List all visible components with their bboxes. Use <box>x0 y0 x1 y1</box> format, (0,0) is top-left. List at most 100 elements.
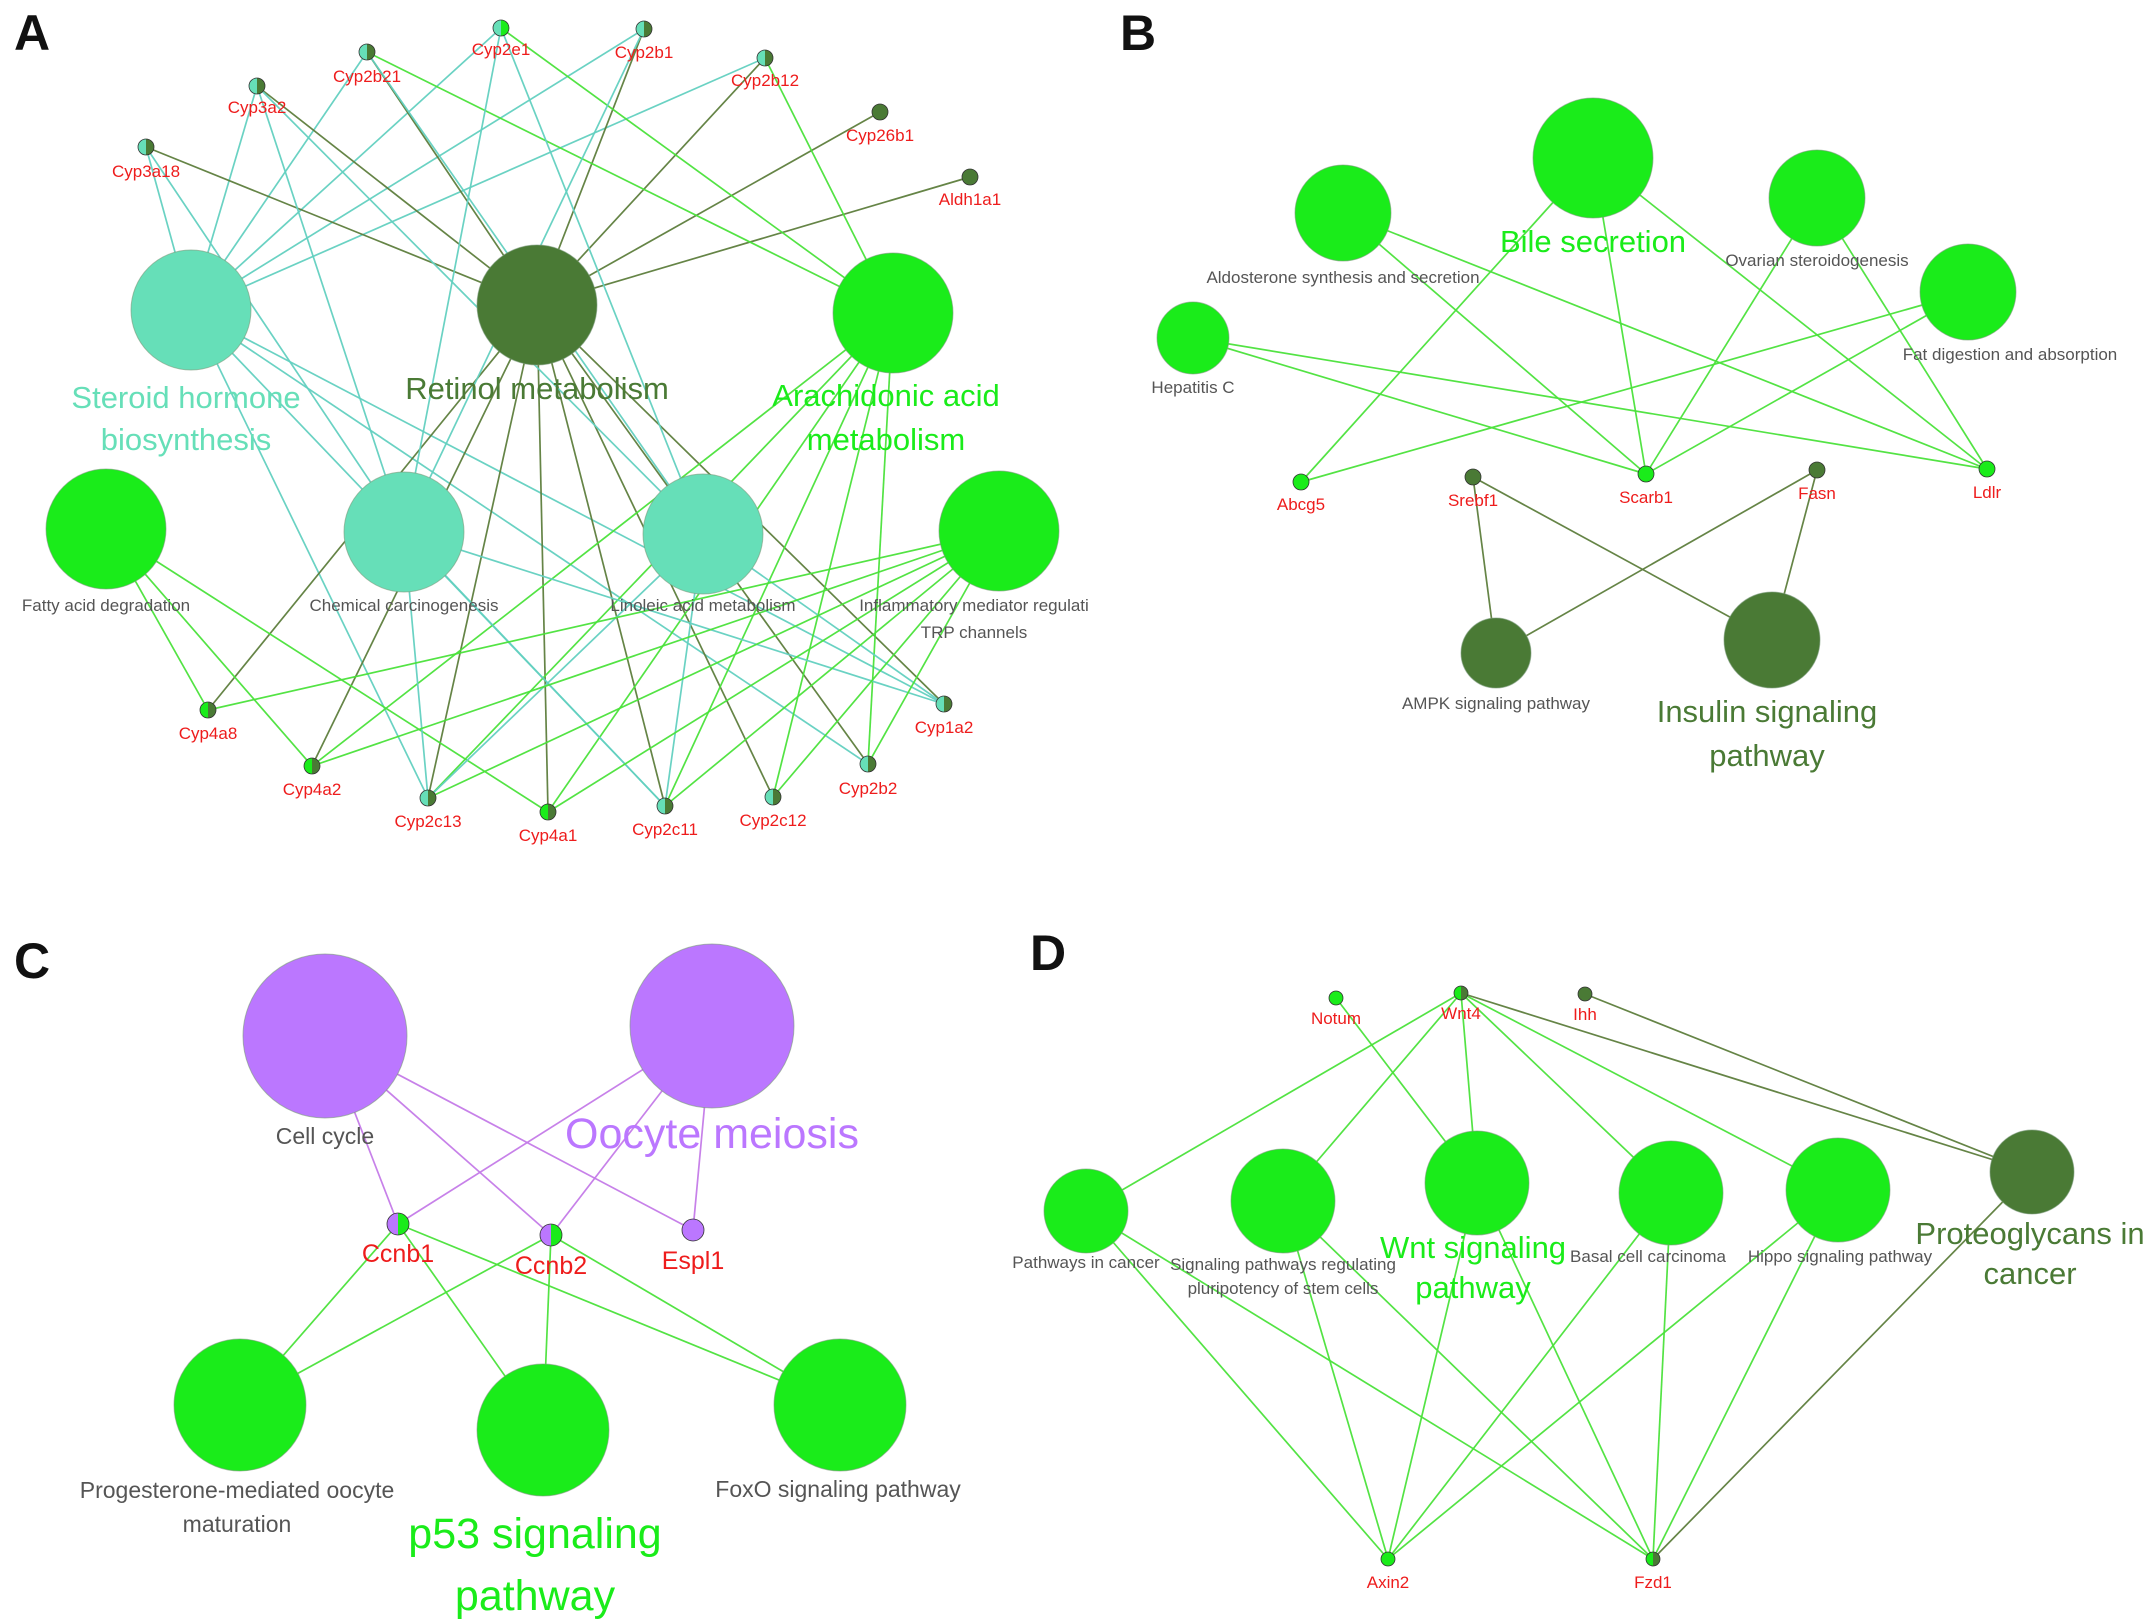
gene-node-scarb1 <box>1637 465 1655 483</box>
term-node-proteo[interactable] <box>1989 1129 2075 1215</box>
term-label-fatty: Fatty acid degradation <box>22 596 190 615</box>
gene-node-ihh-dot <box>1577 986 1593 1002</box>
edge-steroid-cyp2b1 <box>190 28 645 311</box>
term-node-ampk[interactable] <box>1460 617 1532 689</box>
edge-retinol-cyp3a18 <box>145 146 538 306</box>
gene-node-cyp1a2-right-half <box>944 696 952 712</box>
gene-node-cyp2b1-left-half <box>636 21 644 37</box>
gene-label-ccnb1: Ccnb1 <box>362 1240 434 1268</box>
edge-basal-fzd1 <box>1652 1192 1672 1560</box>
gene-node-cyp26b1 <box>871 103 889 121</box>
edge-chemical-cyp3a2 <box>256 85 405 533</box>
term-node-wnt[interactable] <box>1424 1130 1530 1236</box>
term-node-retinol[interactable] <box>476 244 598 366</box>
term-label-stem: pluripotency of stem cells <box>1188 1279 1379 1298</box>
term-node-insulin[interactable] <box>1723 591 1821 689</box>
edge-steroid-cyp2b12 <box>190 57 766 311</box>
term-node-progesterone[interactable] <box>173 1338 307 1472</box>
term-node-fatty[interactable] <box>45 468 167 590</box>
term-node-chemical[interactable] <box>343 471 465 593</box>
term-label-progesterone: maturation <box>183 1511 292 1537</box>
edge-foxo-ccnb1 <box>397 1223 841 1406</box>
term-node-fatdig[interactable] <box>1919 243 2017 341</box>
term-node-arachidonic[interactable] <box>832 252 954 374</box>
gene-node-cyp2b21 <box>358 43 376 61</box>
edge-proteo-fzd1 <box>1652 1171 2033 1560</box>
edge-bile-ldlr <box>1592 157 1988 470</box>
term-node-hippo[interactable] <box>1785 1137 1891 1243</box>
edge-proteo-ihh <box>1584 993 2033 1173</box>
gene-label-cyp26b1: Cyp26b1 <box>846 126 914 145</box>
term-node-p53[interactable] <box>476 1363 610 1497</box>
term-node-linoleic[interactable] <box>642 473 764 595</box>
gene-node-espl1-dot <box>681 1218 705 1242</box>
gene-label-notum: Notum <box>1311 1009 1361 1028</box>
gene-node-cyp4a8-right-half <box>208 702 216 718</box>
term-node-ovarian[interactable] <box>1768 149 1866 247</box>
gene-node-cyp2b12-left-half <box>757 50 765 66</box>
edge-stem-fzd1 <box>1282 1200 1654 1560</box>
edge-ampk-fasn <box>1495 469 1818 654</box>
edge-bile-abcg5 <box>1300 157 1594 483</box>
gene-node-axin2-dot <box>1380 1551 1396 1567</box>
gene-node-ldlr <box>1978 460 1996 478</box>
gene-node-espl1 <box>681 1218 705 1242</box>
gene-node-cyp2c13-left-half <box>420 790 428 806</box>
term-label-stem: Signaling pathways regulating <box>1170 1255 1396 1274</box>
term-node-steroid[interactable] <box>130 249 252 371</box>
gene-label-cyp2c12: Cyp2c12 <box>739 811 806 830</box>
term-node-cellcycle[interactable] <box>242 953 408 1119</box>
edge-hippo-fzd1 <box>1652 1189 1839 1560</box>
term-node-oocyte[interactable] <box>629 943 795 1109</box>
gene-node-srebf1-dot <box>1464 468 1482 486</box>
gene-node-cyp2c12-outline <box>764 788 782 806</box>
gene-node-cyp4a8-outline <box>199 701 217 719</box>
term-node-hepc[interactable] <box>1156 301 1230 375</box>
term-label-aldosterone: Aldosterone synthesis and secretion <box>1206 268 1479 287</box>
term-label-chemical: Chemical carcinogenesis <box>310 596 499 615</box>
gene-node-cyp4a2-left-half <box>304 758 312 774</box>
edge-arachidonic-cyp2e1 <box>500 27 894 314</box>
term-node-stem[interactable] <box>1230 1148 1336 1254</box>
edge-aldosterone-scarb1 <box>1342 212 1647 475</box>
gene-node-scarb1-dot <box>1637 465 1655 483</box>
gene-node-cyp2b1-outline <box>635 20 653 38</box>
gene-label-cyp2b2: Cyp2b2 <box>839 779 898 798</box>
edge-cancer-fzd1 <box>1085 1210 1654 1560</box>
edge-retinol-cyp2c13 <box>427 304 538 799</box>
term-node-cancer[interactable] <box>1043 1168 1129 1254</box>
edge-steroid-cyp2e1 <box>190 27 502 311</box>
edge-inflammatory-cyp4a1 <box>547 530 1000 813</box>
gene-node-cyp2e1-right-half <box>501 20 509 36</box>
gene-node-cyp3a18-left-half <box>138 139 146 155</box>
gene-label-aldh1a1: Aldh1a1 <box>939 190 1001 209</box>
gene-node-cyp2b1-right-half <box>644 21 652 37</box>
gene-label-cyp4a2: Cyp4a2 <box>283 780 342 799</box>
term-node-aldosterone[interactable] <box>1294 164 1392 262</box>
edge-aldosterone-ldlr <box>1342 212 1988 470</box>
gene-node-cyp4a2-right-half <box>312 758 320 774</box>
term-label-linoleic: Linoleic acid metabolism <box>610 596 795 615</box>
gene-label-scarb1: Scarb1 <box>1619 488 1673 507</box>
gene-node-ccnb1-outline <box>386 1212 410 1236</box>
term-label-retinol: Retinol metabolism <box>405 371 669 406</box>
gene-node-ccnb1-left-half <box>387 1213 398 1235</box>
gene-node-cyp4a8-left-half <box>200 702 208 718</box>
term-node-foxo[interactable] <box>773 1338 907 1472</box>
term-label-ampk: AMPK signaling pathway <box>1402 694 1591 713</box>
edge-arachidonic-cyp2c11 <box>664 312 894 807</box>
edge-inflammatory-cyp4a8 <box>207 530 1000 711</box>
edge-arachidonic-cyp2b21 <box>366 51 894 314</box>
gene-node-ldlr-dot <box>1978 460 1996 478</box>
term-node-basal[interactable] <box>1618 1140 1724 1246</box>
panel-label-d: D <box>1030 925 1066 981</box>
edge-fatty-cyp4a1 <box>105 528 549 813</box>
gene-label-axin2: Axin2 <box>1367 1573 1410 1592</box>
term-node-inflammatory[interactable] <box>938 470 1060 592</box>
gene-node-cyp2c11-left-half <box>657 798 665 814</box>
term-node-bile[interactable] <box>1532 97 1654 219</box>
edge-insulin-srebf1 <box>1472 476 1773 641</box>
term-label-inflammatory: TRP channels <box>921 623 1027 642</box>
edge-arachidonic-cyp2c12 <box>772 312 894 798</box>
gene-node-cyp1a2 <box>935 695 953 713</box>
